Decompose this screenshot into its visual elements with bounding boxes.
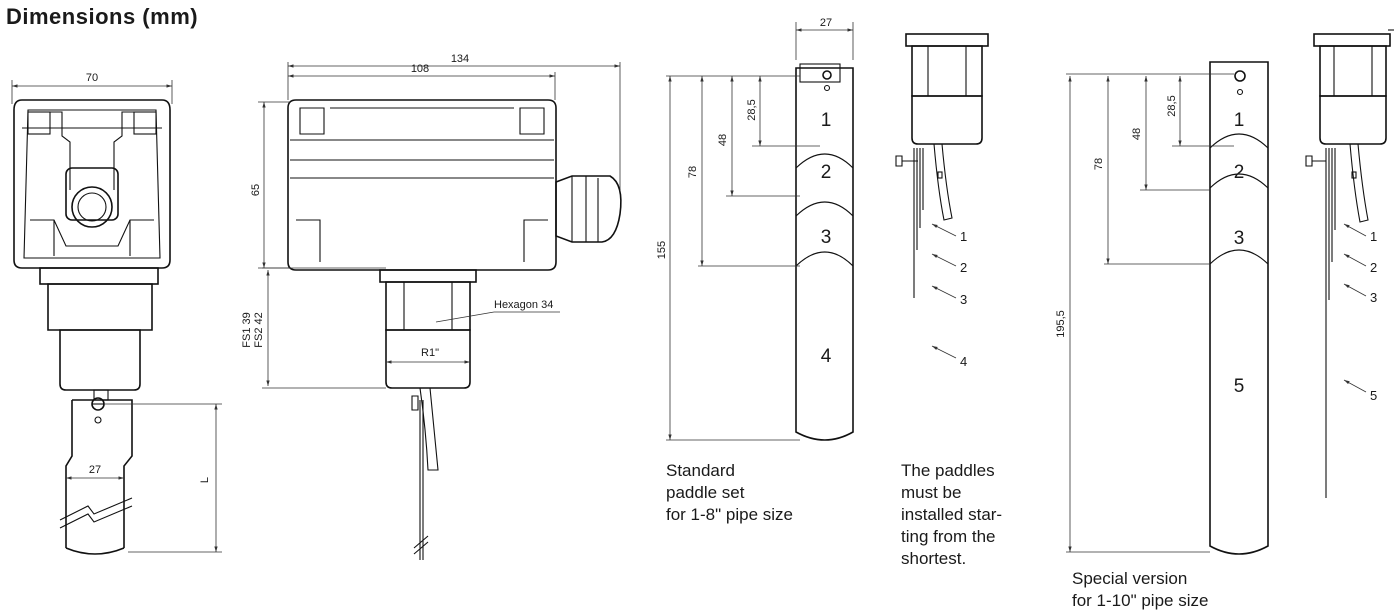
install-note-caption: The paddles must be installed star- ting… [901,460,1002,570]
special-set-caption: Special version for 1-10" pipe size [1072,568,1208,612]
standard-width-label: 27 [820,17,832,29]
standard-paddle-outline [795,67,854,441]
front-view: 70 27 L [11,72,222,555]
standard-paddle-set: 27 28,5 48 78 155 1 2 3 4 [656,17,854,441]
special-marker-5: 5 [1370,388,1377,403]
special-paddle-outline [1209,61,1269,555]
front-paddle [65,399,133,548]
standard-dim-4: 155 [656,241,668,259]
thread-label: R1" [421,347,439,359]
special-paddle-set: 28,5 48 78 195,5 1 2 3 5 [1055,61,1269,555]
side-cable-gland [555,175,622,243]
standard-dim-1: 28,5 [746,99,758,120]
standard-caption-line: Standard [666,461,735,480]
special-marker-2: 2 [1370,260,1377,275]
front-cable-gland [65,167,119,221]
install-caption-line: The paddles [901,461,995,480]
page-title: Dimensions (mm) [6,4,199,29]
special-marker-3: 3 [1370,290,1377,305]
standard-paddle-3: 3 [821,227,832,248]
side-view: 134 108 65 R1" Hexagon 34 FS1 39 FS2 42 [241,53,622,560]
standard-marker-3: 3 [960,292,967,307]
standard-caption-line: paddle set [666,483,745,502]
special-dim-2: 48 [1131,128,1143,140]
special-dim-3: 78 [1093,158,1105,170]
standard-caption-line: for 1-8" pipe size [666,505,793,524]
standard-marker-4: 4 [960,354,967,369]
install-caption-line: shortest. [901,549,967,568]
special-install-view: 1 2 3 5 [1305,29,1394,498]
front-housing [13,99,171,269]
standard-dim-2: 48 [717,134,729,146]
fs1-label: FS1 39 [241,312,253,347]
standard-marker-2: 2 [960,260,967,275]
special-paddle-1: 1 [1234,110,1245,131]
side-housing [287,99,557,271]
housing-width-label: 108 [411,63,429,75]
standard-paddle-2: 2 [821,162,832,183]
height-label: 65 [250,184,262,196]
standard-marker-1: 1 [960,229,967,244]
special-dim-1: 28,5 [1166,95,1178,116]
standard-dim-3: 78 [687,166,699,178]
hexagon-label: Hexagon 34 [494,299,553,311]
special-dim-4: 195,5 [1055,310,1067,338]
special-paddle-5: 5 [1234,376,1245,397]
special-paddle-3: 3 [1234,228,1245,249]
front-length-label: L [199,477,211,483]
special-caption-line: Special version [1072,569,1188,588]
standard-set-caption: Standard paddle set for 1-8" pipe size [666,460,793,526]
standard-install-view: 1 2 3 4 [895,33,989,369]
fs2-label: FS2 42 [253,312,265,347]
install-caption-line: must be [901,483,962,502]
install-caption-line: ting from the [901,527,996,546]
standard-connection-top [905,33,989,47]
install-caption-line: installed star- [901,505,1003,524]
standard-paddle-1: 1 [821,110,832,131]
standard-paddle-4: 4 [821,346,832,367]
overall-width-label: 134 [451,53,469,65]
special-marker-1: 1 [1370,229,1377,244]
special-paddle-2: 2 [1234,162,1245,183]
special-caption-line: for 1-10" pipe size [1072,591,1209,610]
front-paddle-width-label: 27 [89,464,101,476]
front-width-label: 70 [86,72,98,84]
special-connection-top [1313,33,1391,47]
